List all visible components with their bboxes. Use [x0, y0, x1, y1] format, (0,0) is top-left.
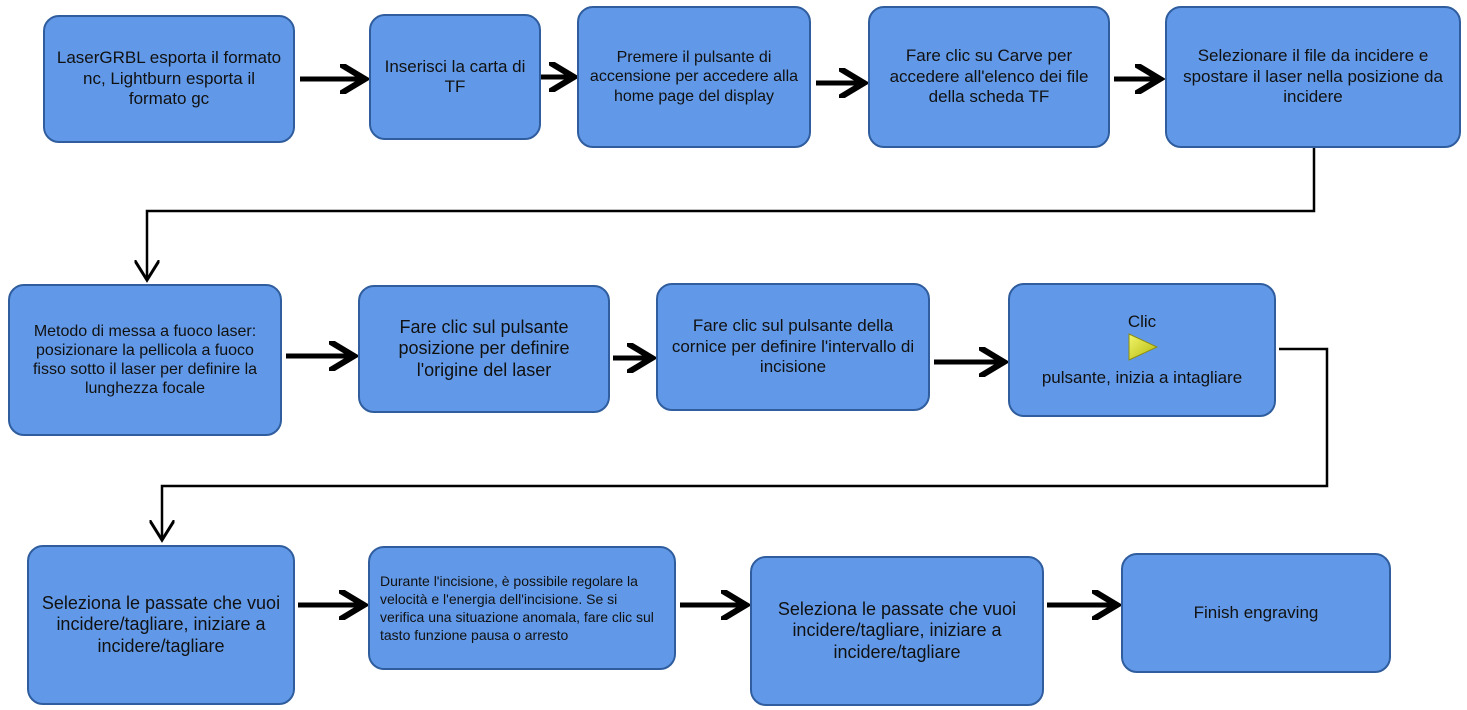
- step-select-passes: Seleziona le passate che vuoi incidere/t…: [27, 545, 295, 705]
- play-icon: [1048, 332, 1236, 367]
- step-export-format: LaserGRBL esporta il formato nc, Lightbu…: [43, 15, 295, 143]
- step-finish: Finish engraving: [1121, 553, 1391, 673]
- step-click-carve-text: Fare clic su Carve per accedere all'elen…: [889, 46, 1089, 107]
- step-select-file: Selezionare il file da incidere e sposta…: [1165, 6, 1461, 148]
- step-select-file-text: Selezionare il file da incidere e sposta…: [1183, 46, 1443, 107]
- step-power-on-text: Premere il pulsante di accensione per ac…: [589, 49, 799, 105]
- step-click-carve: Fare clic su Carve per accedere all'elen…: [868, 6, 1110, 148]
- step-finish-text: Finish engraving: [1193, 602, 1319, 622]
- step-select-passes-2-text: Seleziona le passate che vuoi incidere/t…: [777, 598, 1017, 662]
- step-set-origin: Fare clic sul pulsante posizione per def…: [358, 285, 610, 413]
- step-set-frame-text: Fare clic sul pulsante della cornice per…: [671, 316, 915, 377]
- step-start-carving-text: Clic pulsante, inizia a intagliare: [1042, 312, 1242, 388]
- step-insert-tf-card-text: Inserisci la carta di TF: [384, 56, 526, 96]
- step-start-carving: Clic pulsante, inizia a intagliare: [1008, 283, 1276, 417]
- step-laser-focus-text: Metodo di messa a fuoco laser: posiziona…: [32, 322, 258, 398]
- step-select-passes-2: Seleziona le passate che vuoi incidere/t…: [750, 556, 1044, 706]
- step-power-on: Premere il pulsante di accensione per ac…: [577, 6, 811, 148]
- connector-s9-s10: [162, 347, 1329, 540]
- step-set-frame: Fare clic sul pulsante della cornice per…: [656, 283, 930, 411]
- connector-s5-s6: [147, 148, 1316, 280]
- step-adjust-during-text: Durante l'incisione, è possibile regolar…: [380, 572, 654, 644]
- step-select-passes-text: Seleziona le passate che vuoi incidere/t…: [41, 592, 281, 656]
- step-laser-focus: Metodo di messa a fuoco laser: posiziona…: [8, 284, 282, 436]
- step-start-carving-text-before: Clic: [1127, 311, 1157, 331]
- step-set-origin-text: Fare clic sul pulsante posizione per def…: [398, 316, 570, 380]
- step-start-carving-text-after: pulsante, inizia a intagliare: [1041, 367, 1243, 387]
- step-export-format-text: LaserGRBL esporta il formato nc, Lightbu…: [56, 48, 282, 109]
- step-insert-tf-card: Inserisci la carta di TF: [369, 14, 541, 140]
- step-adjust-during: Durante l'incisione, è possibile regolar…: [368, 546, 676, 670]
